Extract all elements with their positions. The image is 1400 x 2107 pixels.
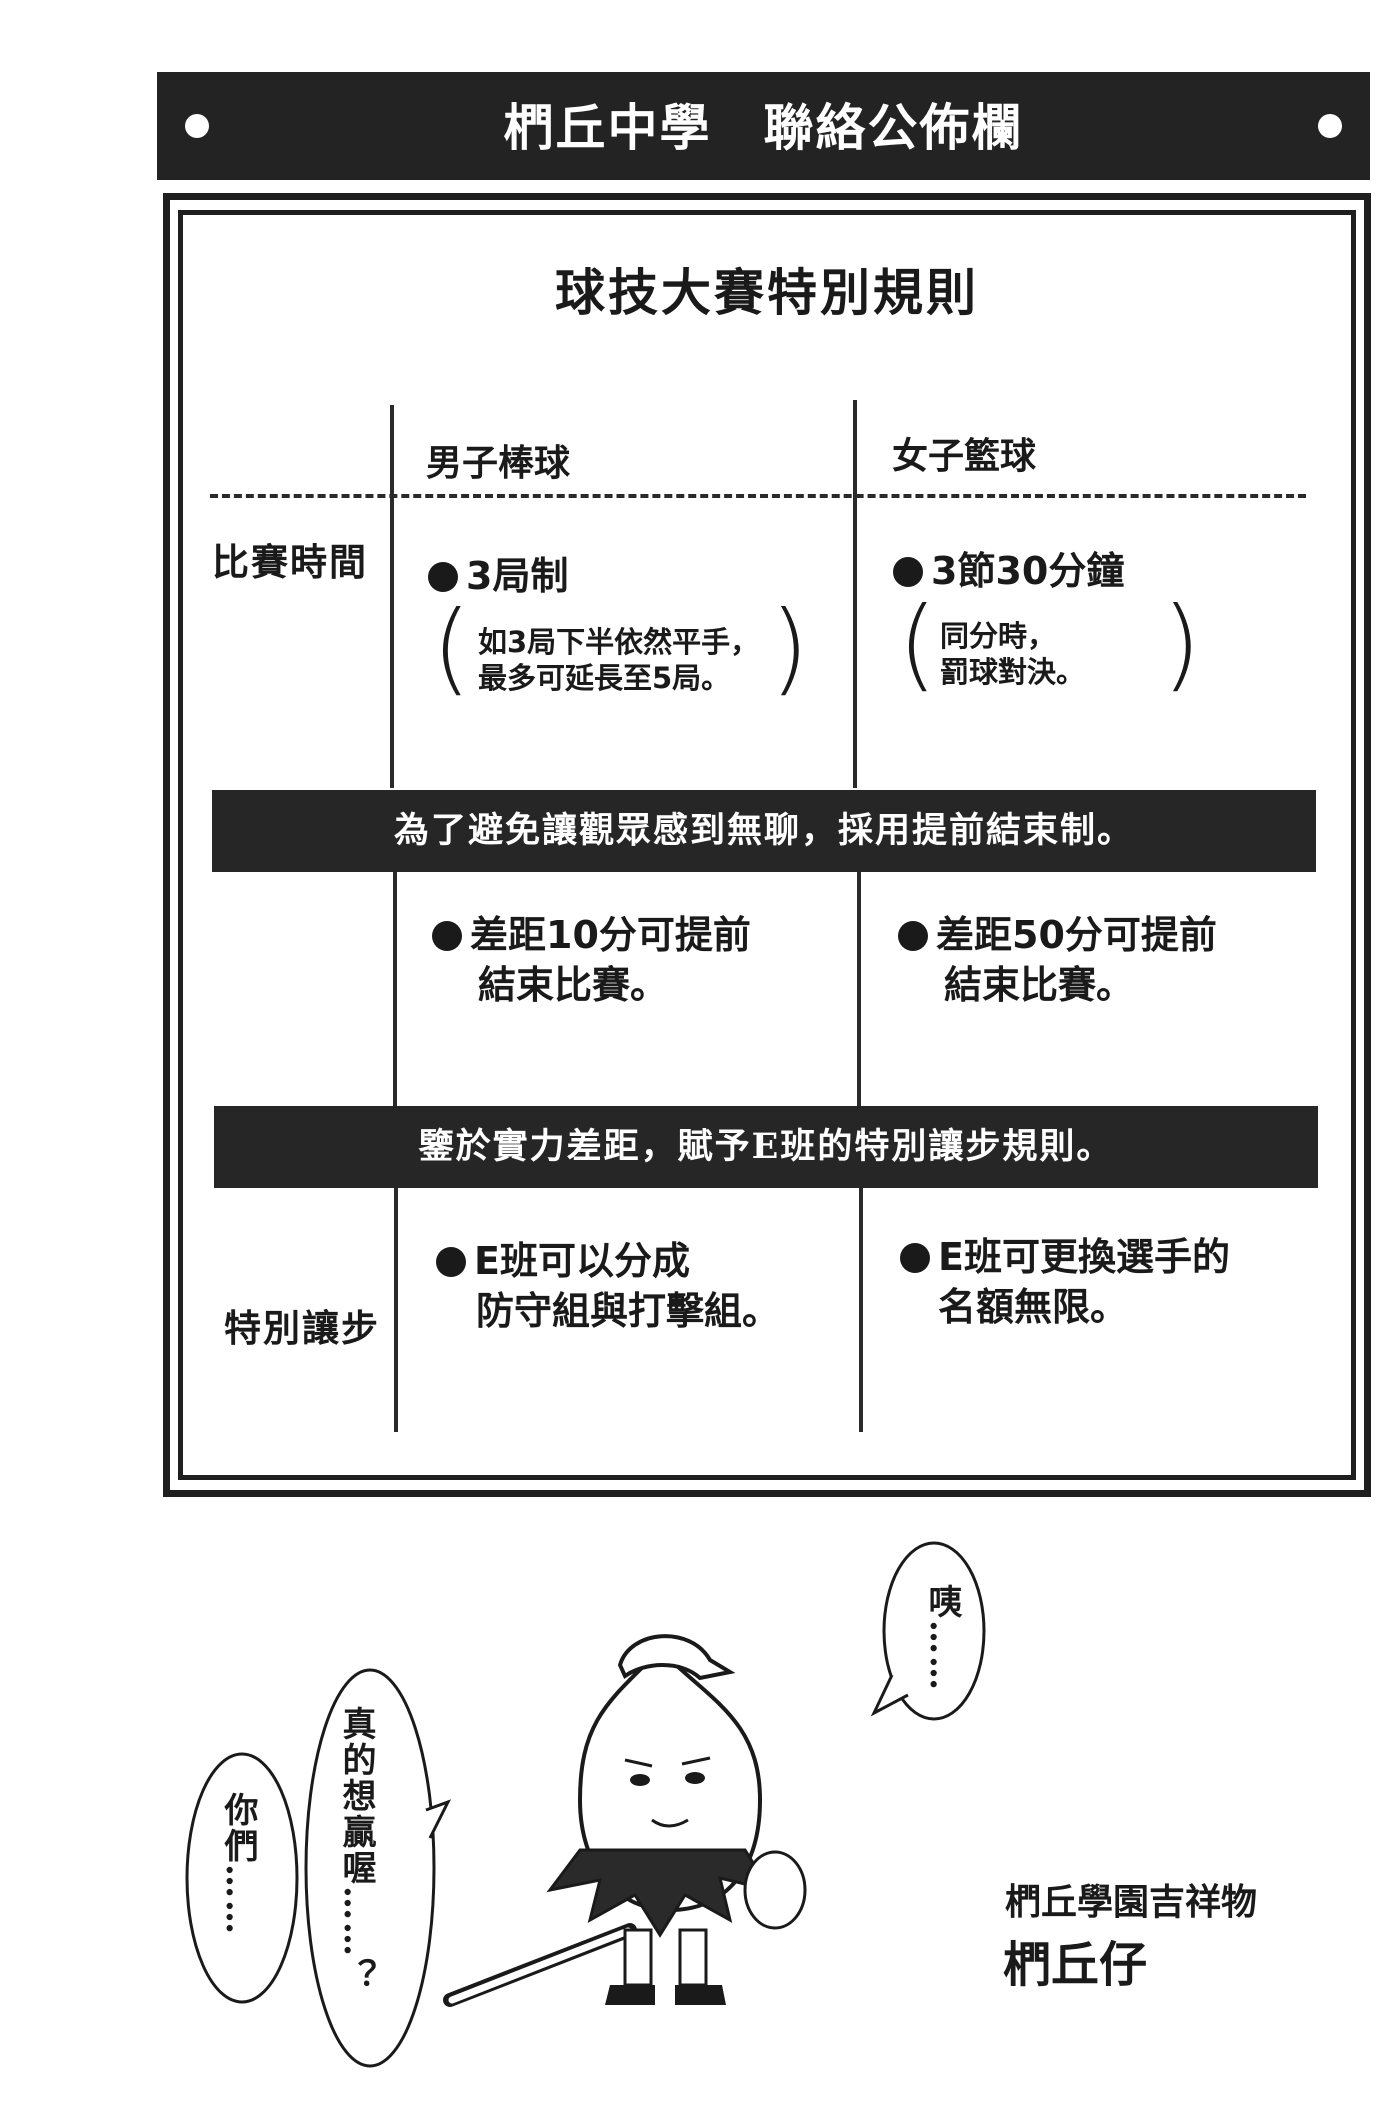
paren-left: (	[898, 585, 938, 702]
divider-v2-top	[853, 400, 857, 788]
time-baseball-main: 3局制	[428, 551, 568, 601]
time-baseball-note: 如3局下半依然平手，最多可延長至5局。	[478, 625, 760, 695]
divider-v2-bottom	[859, 1188, 863, 1432]
early-end-baseball: 差距10分可提前結束比賽。	[432, 910, 751, 1010]
band-early-end: 為了避免讓觀眾感到無聊，採用提前結束制。	[212, 790, 1316, 872]
header-dashed-divider	[210, 494, 1306, 498]
paren-right: )	[1162, 585, 1202, 702]
speech-bubble-left	[185, 1752, 299, 2004]
bubble-right-text: 咦……	[922, 1584, 962, 1692]
time-basketball-note: 同分時，罰球對決。	[940, 619, 1086, 689]
speech-bubble-middle	[304, 1668, 452, 2068]
bullet-dot-icon	[893, 557, 923, 587]
divider-v1-top	[390, 405, 394, 788]
mascot-caption: 椚丘學園吉祥物	[1005, 1882, 1258, 1923]
bullet-dot-icon	[436, 1247, 466, 1277]
pin-left-icon	[185, 114, 209, 138]
early-end-basketball: 差距50分可提前結束比賽。	[898, 910, 1217, 1010]
pin-right-icon	[1318, 114, 1342, 138]
speech-bubble-right	[870, 1541, 986, 1721]
bullet-dot-icon	[432, 921, 462, 951]
bubble-left-text: 你們……	[218, 1792, 258, 1936]
bullet-dot-icon	[428, 562, 458, 592]
handicap-basketball: E班可更換選手的名額無限。	[900, 1232, 1230, 1332]
divider-v2-mid	[857, 872, 861, 1112]
divider-v1-mid	[393, 872, 397, 1112]
bubble-middle-text: 真的想贏喔……？	[336, 1706, 376, 1994]
rules-title: 球技大賽特別規則	[555, 263, 979, 322]
column-header-baseball: 男子棒球	[426, 443, 571, 484]
paren-right: )	[770, 589, 810, 706]
board-frame-inner	[178, 210, 1356, 1480]
divider-v1-bottom	[394, 1188, 398, 1432]
header-title: 椚丘中學 聯絡公佈欄	[503, 99, 1024, 157]
time-basketball-main: 3節30分鐘	[893, 546, 1124, 596]
bullet-dot-icon	[900, 1243, 930, 1273]
bullet-dot-icon	[898, 921, 928, 951]
column-header-basketball: 女子籃球	[892, 436, 1037, 477]
band-handicap: 鑒於實力差距，賦予E班的特別讓步規則。	[214, 1106, 1318, 1188]
paren-left: (	[432, 589, 472, 706]
board-frame-outer	[163, 193, 1371, 1497]
handicap-baseball: E班可以分成防守組與打擊組。	[436, 1236, 780, 1336]
mascot-name: 椚丘仔	[1003, 1937, 1148, 1993]
row-label-time: 比賽時間	[212, 540, 368, 584]
row-label-handicap: 特別讓步	[224, 1306, 380, 1350]
bulletin-header: 椚丘中學 聯絡公佈欄	[157, 72, 1370, 180]
onion-mascot-icon	[443, 1634, 807, 2007]
